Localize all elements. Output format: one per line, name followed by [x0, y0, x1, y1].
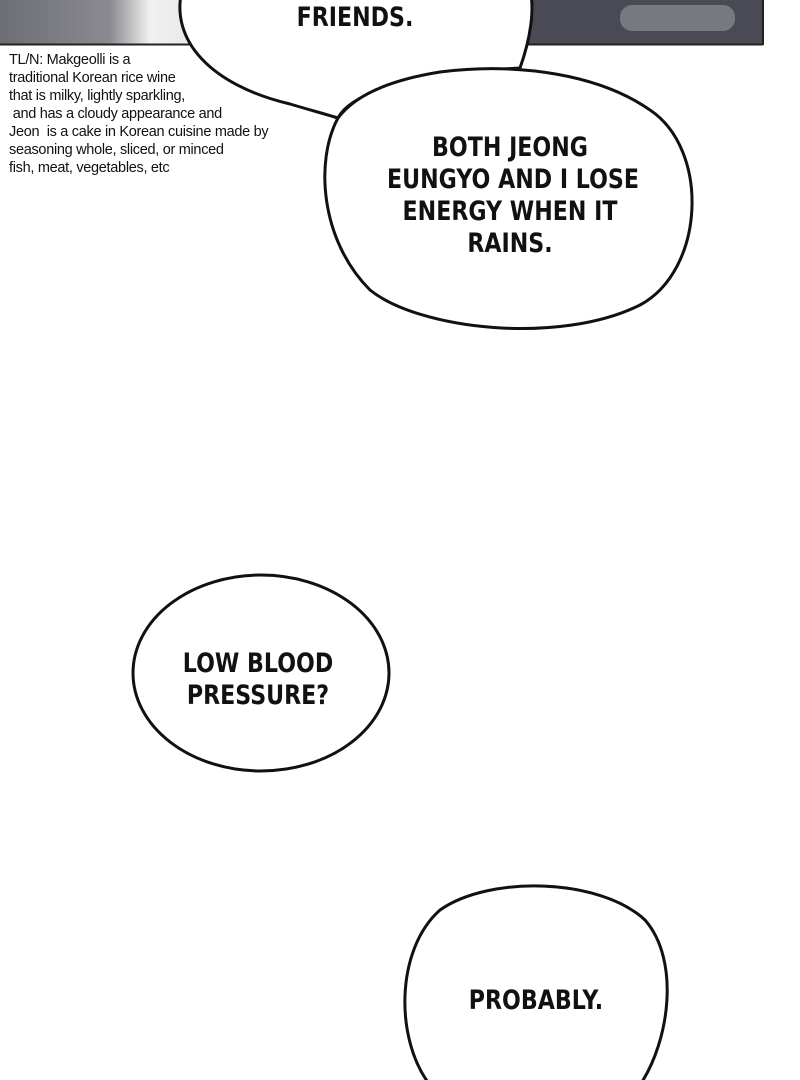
- speech-bubble-4: [403, 884, 669, 1080]
- bubble-text-probably: Probably.: [468, 985, 604, 1016]
- speech-bubble-2: [323, 67, 694, 330]
- speech-bubble-3: [131, 573, 391, 773]
- bubble-text-low-blood-pressure: Low blood pressure?: [182, 648, 334, 711]
- bubble-text-both-jeong: Both Jeong Eungyo and I lose energy when…: [387, 132, 639, 259]
- bubble-text-friends: Friends.: [296, 2, 414, 33]
- translator-note: TL/N: Makgeolli is a traditional Korean …: [9, 52, 269, 176]
